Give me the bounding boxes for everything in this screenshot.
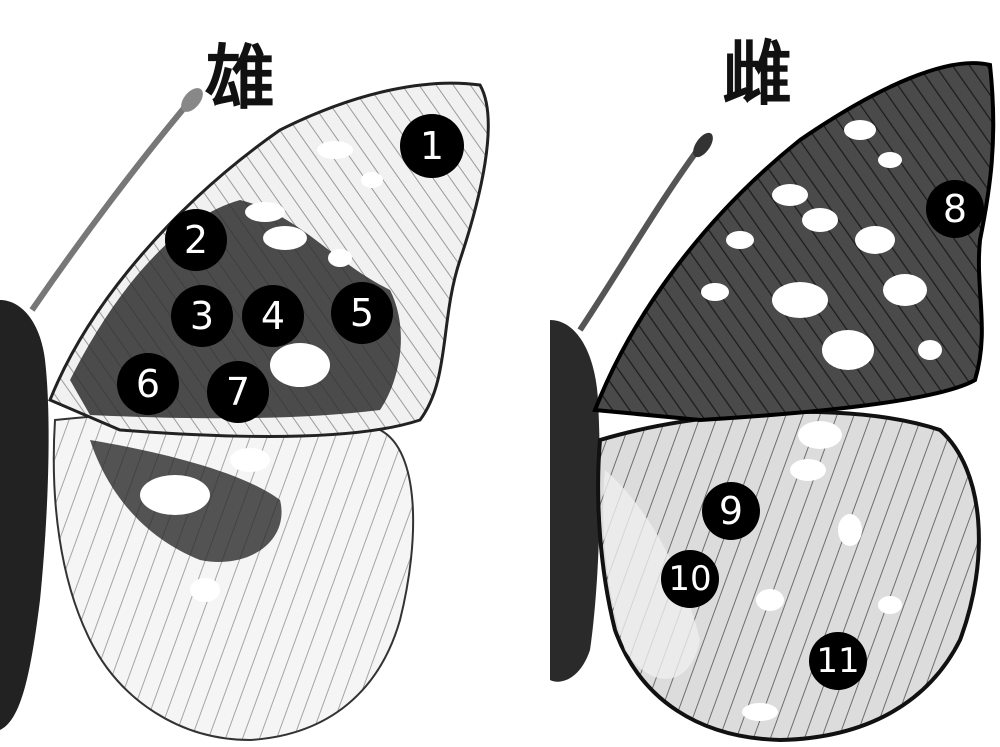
female-hindwing-spot — [838, 514, 862, 546]
male-forewing-spot — [263, 226, 307, 250]
marker-4-label: 4 — [261, 294, 285, 338]
female-label: 雌 — [722, 33, 792, 115]
male-forewing-spot — [317, 141, 353, 159]
marker-11: 11 — [809, 632, 867, 690]
marker-9-label: 9 — [719, 489, 743, 533]
female-forewing — [595, 63, 993, 420]
female-hindwing-spot — [756, 589, 784, 611]
female-forewing-spot — [918, 340, 942, 360]
marker-8: 8 — [926, 180, 984, 238]
marker-10-label: 10 — [668, 559, 711, 599]
female-forewing-spot — [726, 231, 754, 249]
marker-5: 5 — [331, 282, 393, 344]
female-forewing-spot — [772, 184, 808, 206]
marker-7-label: 7 — [226, 370, 250, 414]
female-forewing-spot — [701, 283, 729, 301]
male-hindwing-spot — [140, 475, 210, 515]
marker-5-label: 5 — [350, 291, 374, 335]
male-forewing-spot — [361, 172, 383, 188]
marker-11-label: 11 — [816, 641, 859, 681]
female-forewing-spot — [772, 282, 828, 318]
female-forewing-spot — [883, 274, 927, 306]
marker-3: 3 — [171, 285, 233, 347]
female-forewing-spot — [878, 152, 902, 168]
male-hindwing-spot — [190, 578, 220, 602]
female-hindwing-spot — [742, 703, 778, 721]
male-hindwing-spot — [230, 448, 270, 472]
female-forewing-spot — [802, 208, 838, 232]
female-forewing-spot — [822, 330, 874, 370]
male-forewing-spot — [245, 202, 285, 222]
marker-6: 6 — [117, 353, 179, 415]
marker-3-label: 3 — [190, 294, 214, 338]
marker-2-label: 2 — [184, 218, 208, 262]
male-specimen: 雄 1 2 3 4 5 6 7 — [0, 37, 488, 740]
female-specimen: 雌 8 9 10 11 — [550, 33, 993, 740]
marker-1: 1 — [400, 114, 464, 178]
male-forewing-spot — [328, 249, 352, 267]
marker-10: 10 — [661, 550, 719, 608]
female-hindwing-spot — [878, 596, 902, 614]
male-forewing-spot — [270, 343, 330, 387]
marker-2: 2 — [165, 209, 227, 271]
female-forewing-spot — [844, 120, 876, 140]
female-forewing-spot — [855, 226, 895, 254]
marker-1-label: 1 — [420, 124, 444, 168]
female-body — [550, 320, 600, 682]
marker-9: 9 — [702, 482, 760, 540]
marker-4: 4 — [242, 285, 304, 347]
male-body — [0, 300, 49, 730]
marker-8-label: 8 — [943, 187, 967, 231]
marker-7: 7 — [207, 361, 269, 423]
male-label: 雄 — [205, 37, 275, 119]
marker-6-label: 6 — [136, 362, 160, 406]
female-hindwing-spot — [798, 421, 842, 449]
female-hindwing-spot — [790, 459, 826, 481]
